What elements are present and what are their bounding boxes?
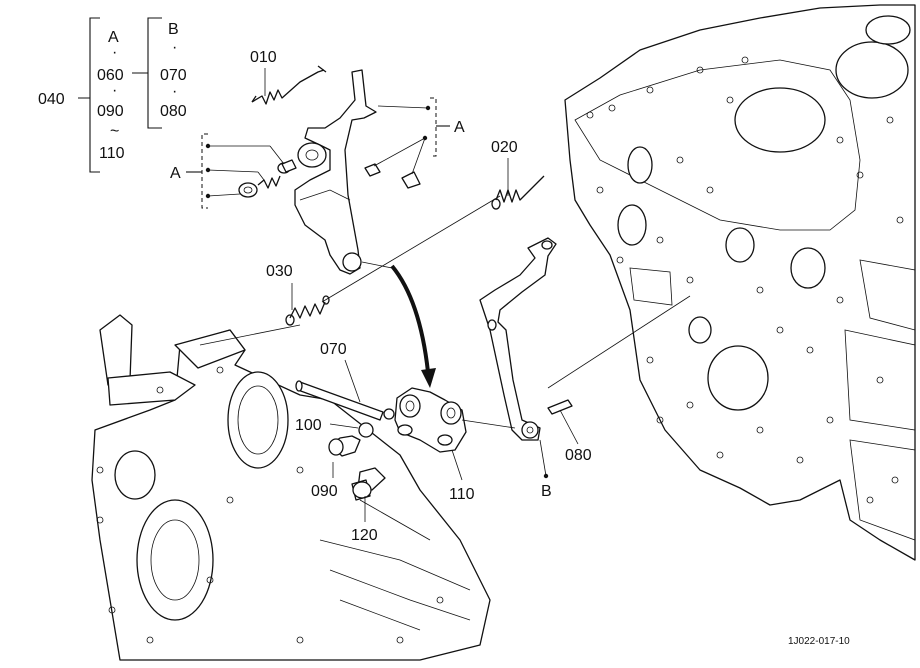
engine-block — [564, 4, 916, 561]
group-040-bracket: 040 A · 060 · 090 ~ 110 B · 070 · 080 — [38, 17, 187, 173]
block-bolt-holes — [586, 56, 904, 504]
part-governor-lever — [479, 237, 557, 441]
group-item-090: 090 — [97, 103, 124, 120]
part-090-bolt — [328, 435, 361, 457]
group-dot-1: · — [112, 44, 117, 61]
callout-120: 120 — [351, 527, 378, 544]
callout-090: 090 — [311, 483, 338, 500]
group-letter-b: B — [168, 21, 179, 38]
callout-070: 070 — [320, 341, 347, 358]
callout-020: 020 — [491, 139, 518, 156]
ref-a-right-bracket: A — [373, 97, 465, 175]
callout-110: 110 — [449, 486, 475, 503]
group-dot-2: · — [112, 82, 117, 99]
ref-a-left-label: A — [170, 165, 181, 182]
group-item-070: 070 — [160, 67, 187, 84]
callout-030: 030 — [266, 263, 293, 280]
part-070-shaft — [295, 380, 395, 421]
ref-a-left-bracket: A — [170, 133, 285, 209]
leader-lines — [199, 68, 691, 522]
group-item-110: 110 — [99, 145, 125, 162]
part-100-washer — [358, 422, 374, 438]
callout-010: 010 — [250, 49, 277, 66]
group-item-060: 060 — [97, 67, 124, 84]
group-item-080: 080 — [160, 103, 187, 120]
figure-code: 1J022-017-10 — [788, 636, 850, 647]
group-040-label: 040 — [38, 91, 65, 108]
part-110-bracket — [394, 387, 467, 453]
group-letter-a: A — [108, 29, 119, 46]
part-080-pin — [547, 399, 573, 415]
part-030-spring — [285, 295, 330, 326]
ref-b-label: B — [541, 483, 552, 500]
group-dot-3: · — [172, 39, 177, 56]
case-bolt-holes — [96, 366, 444, 644]
ref-a-right-label: A — [454, 119, 465, 136]
part-120-bolt — [351, 467, 386, 501]
callout-100: 100 — [295, 417, 322, 434]
part-pin-and-springs — [238, 159, 421, 198]
callout-080: 080 — [565, 447, 592, 464]
assembly-arrow — [390, 264, 436, 388]
group-tilde: ~ — [110, 123, 119, 140]
part-010-spring — [251, 65, 327, 105]
gear-case — [91, 314, 491, 661]
part-governor-fork-lever — [294, 69, 377, 275]
group-dot-4: · — [172, 83, 177, 100]
part-020-spring — [491, 175, 545, 210]
